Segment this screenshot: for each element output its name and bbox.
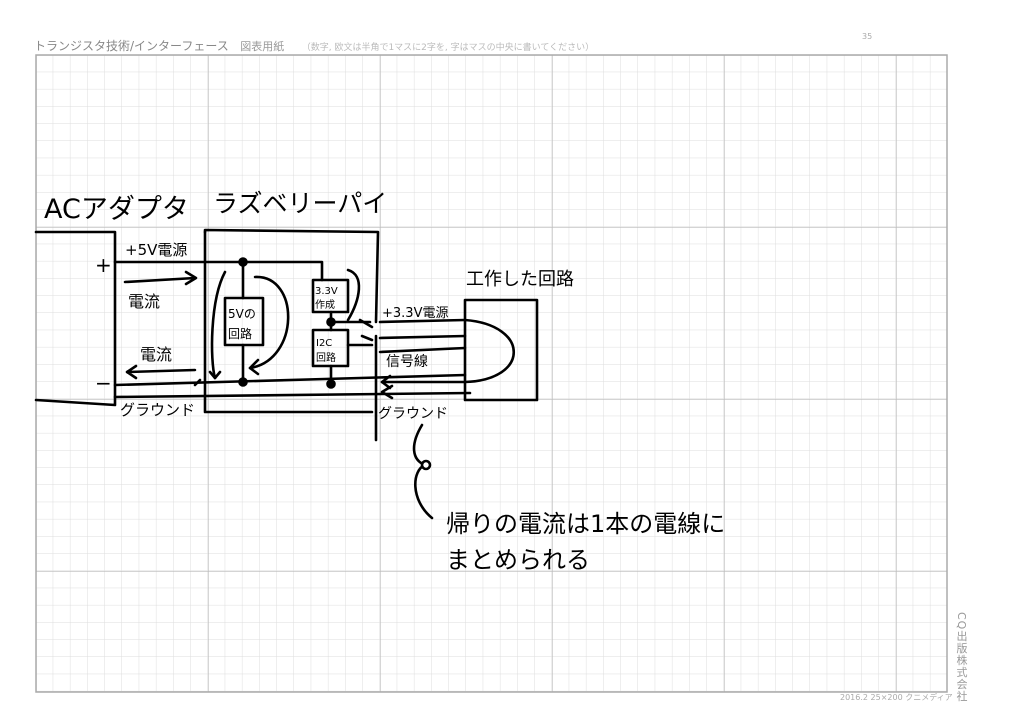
arrow-current-back <box>125 364 197 380</box>
label-plus: + <box>95 253 112 277</box>
built-circuit-box <box>463 298 539 402</box>
label-ground-right: グラウンド <box>378 406 448 422</box>
label-5v-circuit-2: 回路 <box>228 326 252 341</box>
label-ac-adapter: ACアダプタ <box>44 194 189 225</box>
label-5v-circuit-1: 5Vの <box>228 307 256 321</box>
header-title: トランジスタ技術/インターフェース <box>34 39 229 53</box>
page-number: 35 <box>862 32 873 41</box>
publisher: CQ出版株式会社 <box>955 612 968 703</box>
label-i2c-2: 回路 <box>316 351 336 364</box>
arrow-current-out <box>123 270 198 286</box>
header-note: （数字, 欧文は半角で1マスに2字を, 字はマスの中央に書いてください） <box>301 43 595 53</box>
label-33v-supply: +3.3V電源 <box>382 306 448 321</box>
label-33v-2: 作成 <box>315 299 335 311</box>
label-5v-supply: +5V電源 <box>125 241 187 259</box>
annotation-line-1: 帰りの電流は1本の電線に <box>446 510 725 538</box>
label-signal-line: 信号線 <box>386 354 428 370</box>
label-minus: − <box>95 371 112 395</box>
annotation-line-2: まとめられる <box>446 546 590 574</box>
label-raspberry-pi: ラズベリーパイ <box>213 189 387 218</box>
label-33v-1: 3.3V <box>315 286 338 297</box>
header-kind: 図表用紙 <box>240 40 285 53</box>
label-current-out: 電流 <box>128 292 160 311</box>
grid-major <box>35 54 948 693</box>
label-ground-left: グラウンド <box>120 401 195 419</box>
ac-adapter-box <box>34 230 117 407</box>
wire-ground <box>113 373 467 387</box>
label-current-back: 電流 <box>140 345 172 364</box>
wire-5v <box>113 260 324 282</box>
label-i2c-1: I2C <box>316 338 332 349</box>
footer-code: 2016.2 25×200 クニメディア <box>840 693 953 702</box>
circuit-5v-box <box>223 296 265 347</box>
sheet-header: トランジスタ技術/インターフェース 図表用紙 （数字, 欧文は半角で1マスに2字… <box>34 37 594 54</box>
label-built-circuit: 工作した回路 <box>466 269 574 290</box>
